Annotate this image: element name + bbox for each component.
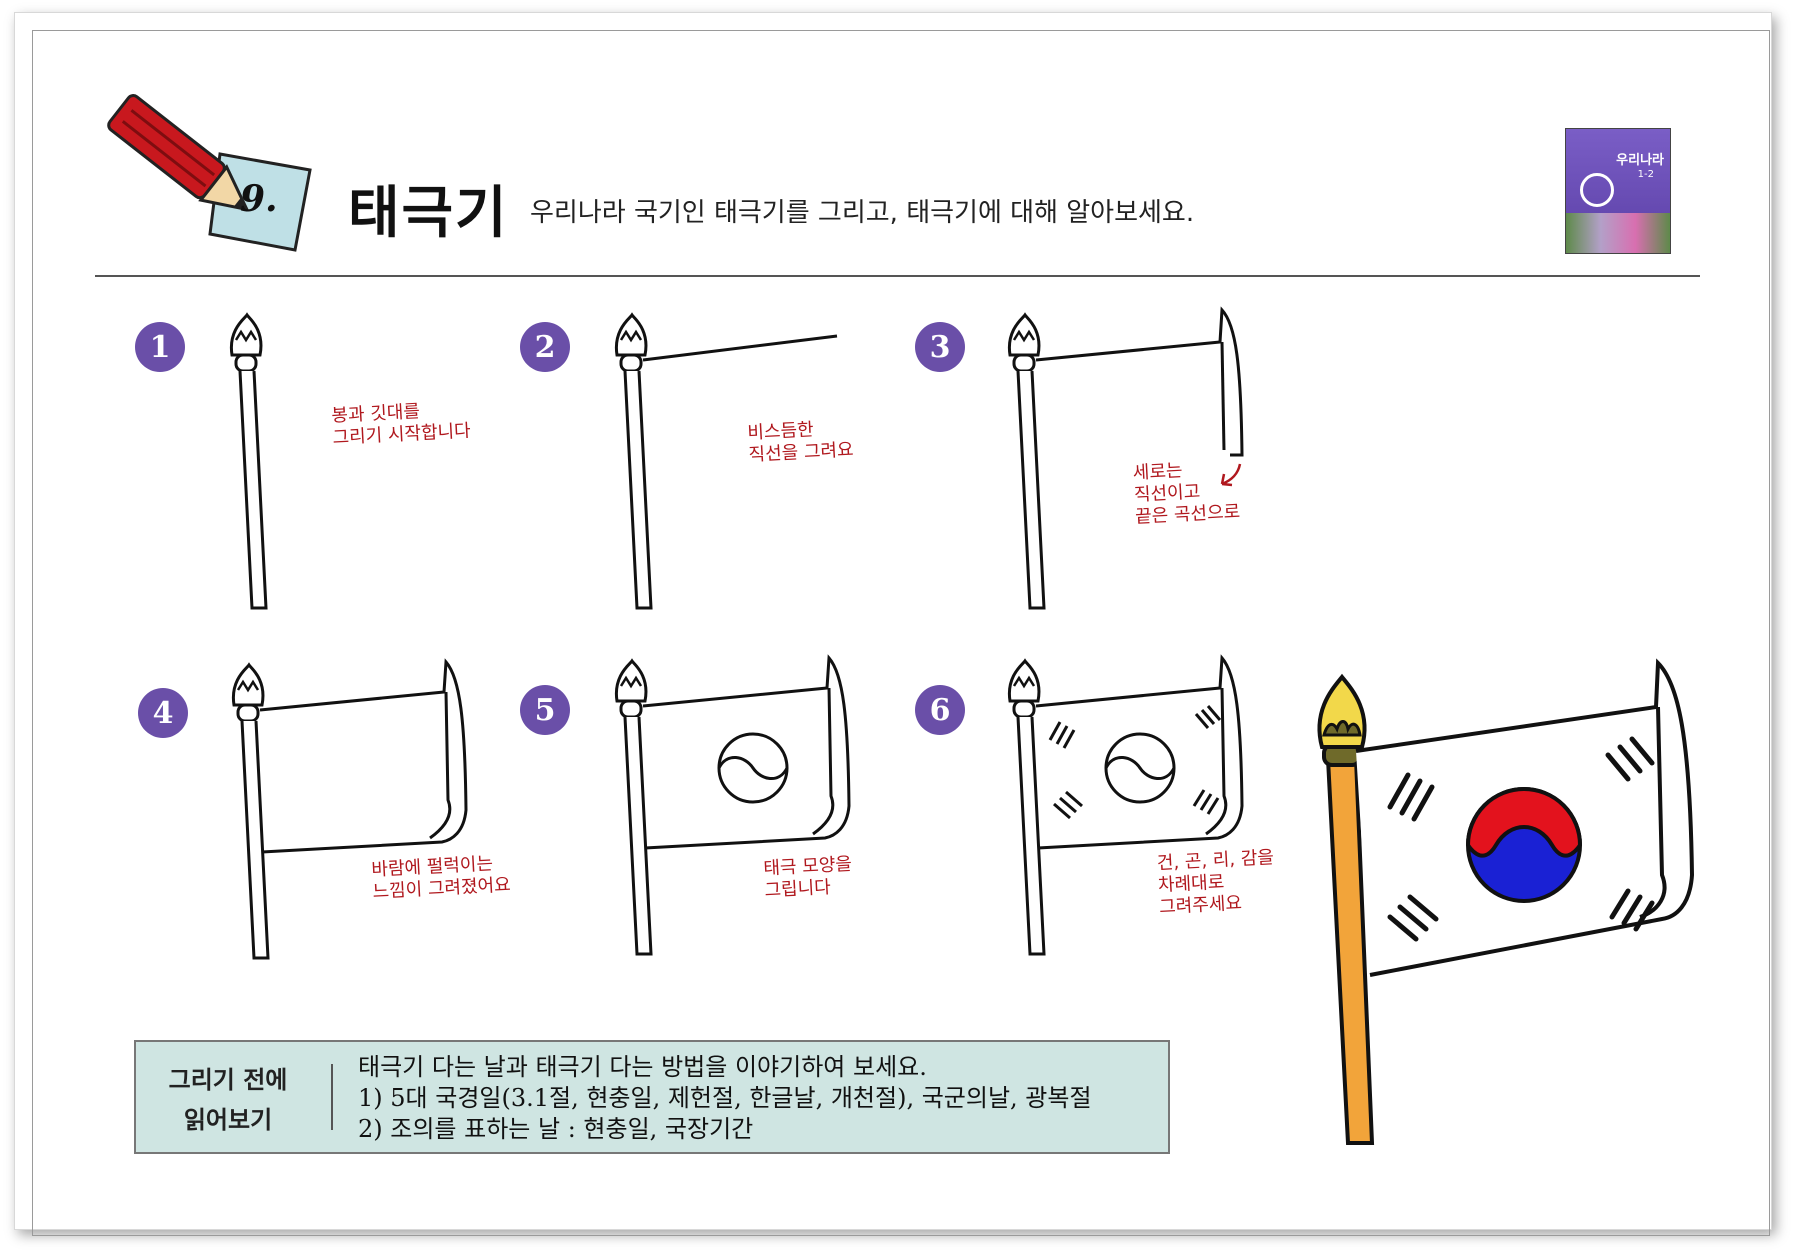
geon-trigram bbox=[1048, 721, 1076, 749]
arrow-icon bbox=[1220, 463, 1242, 487]
paper-sheet bbox=[208, 152, 312, 252]
textbook-cover: 우리나라 1-2 bbox=[1565, 128, 1671, 254]
reading-line-2: 1) 5대 국경일(3.1절, 현충일, 제헌절, 한글날, 개천절), 국군의… bbox=[358, 1084, 1092, 1112]
page-title: 태극기 bbox=[348, 181, 509, 246]
pencil-icon bbox=[107, 94, 312, 252]
taegeuk-symbol bbox=[1465, 787, 1583, 903]
step-badge-2: 2 bbox=[520, 322, 570, 372]
step-4-note: 바람에 펄럭이는 느낌이 그려졌어요 bbox=[370, 853, 512, 903]
book-title: 우리나라 bbox=[1616, 153, 1664, 168]
reading-line-3: 2) 조의를 표하는 날 : 현충일, 국장기간 bbox=[358, 1115, 754, 1143]
step-1-drawing bbox=[229, 312, 268, 610]
header-divider bbox=[95, 275, 1700, 277]
page-subtitle: 우리나라 국기인 태극기를 그리고, 태극기에 대해 알아보세요. bbox=[530, 198, 1195, 228]
reading-line-1: 태극기 다는 날과 태극기 다는 방법을 이야기하여 보세요. bbox=[358, 1053, 927, 1081]
step-4-drawing bbox=[231, 658, 468, 960]
step-badge-6: 6 bbox=[915, 685, 965, 735]
step-badge-4: 4 bbox=[138, 688, 188, 738]
ri-trigram bbox=[1053, 790, 1083, 820]
step-3-note: 세로는 직선이고 끝은 곡선으로 bbox=[1132, 460, 1241, 528]
reading-box-text: 태극기 다는 날과 태극기 다는 방법을 이야기하여 보세요. 1) 5대 국경… bbox=[358, 1052, 1092, 1145]
step-6-drawing bbox=[1007, 654, 1244, 956]
lesson-number: 9. bbox=[240, 178, 278, 220]
gon-trigram bbox=[1192, 789, 1220, 815]
step-2-drawing bbox=[614, 312, 838, 610]
geon-trigram-color bbox=[1387, 772, 1435, 822]
gam-trigram-color bbox=[1605, 736, 1655, 782]
step-3-drawing bbox=[1007, 306, 1244, 610]
step-5-note: 태극 모양을 그립니다 bbox=[762, 853, 853, 902]
step-2-note: 비스듬한 직선을 그려요 bbox=[746, 419, 855, 466]
inner-border bbox=[32, 30, 1770, 1236]
cover-photo bbox=[1566, 213, 1670, 253]
step-badge-5: 5 bbox=[520, 685, 570, 735]
step-1-note: 봉과 깃대를 그리기 시작합니다 bbox=[330, 401, 472, 449]
reading-box-divider bbox=[331, 1064, 333, 1130]
step-badge-3: 3 bbox=[915, 322, 965, 372]
step-badge-1: 1 bbox=[135, 322, 185, 372]
gon-trigram-color bbox=[1609, 888, 1655, 932]
reading-box-label: 그리기 전에 읽어보기 bbox=[168, 1066, 288, 1134]
step-5-drawing bbox=[614, 654, 851, 956]
ri-trigram-color bbox=[1387, 894, 1439, 942]
smiley-icon bbox=[1580, 173, 1614, 207]
reading-box: 그리기 전에 읽어보기 태극기 다는 날과 태극기 다는 방법을 이야기하여 보… bbox=[134, 1040, 1170, 1154]
gam-trigram bbox=[1194, 705, 1222, 729]
book-grade: 1-2 bbox=[1637, 169, 1654, 180]
step-6-note: 건, 곤, 리, 감을 차례대로 그려주세요 bbox=[1156, 846, 1275, 919]
final-taegukgi-drawing bbox=[1317, 658, 1695, 1145]
page-frame bbox=[14, 12, 1772, 1230]
